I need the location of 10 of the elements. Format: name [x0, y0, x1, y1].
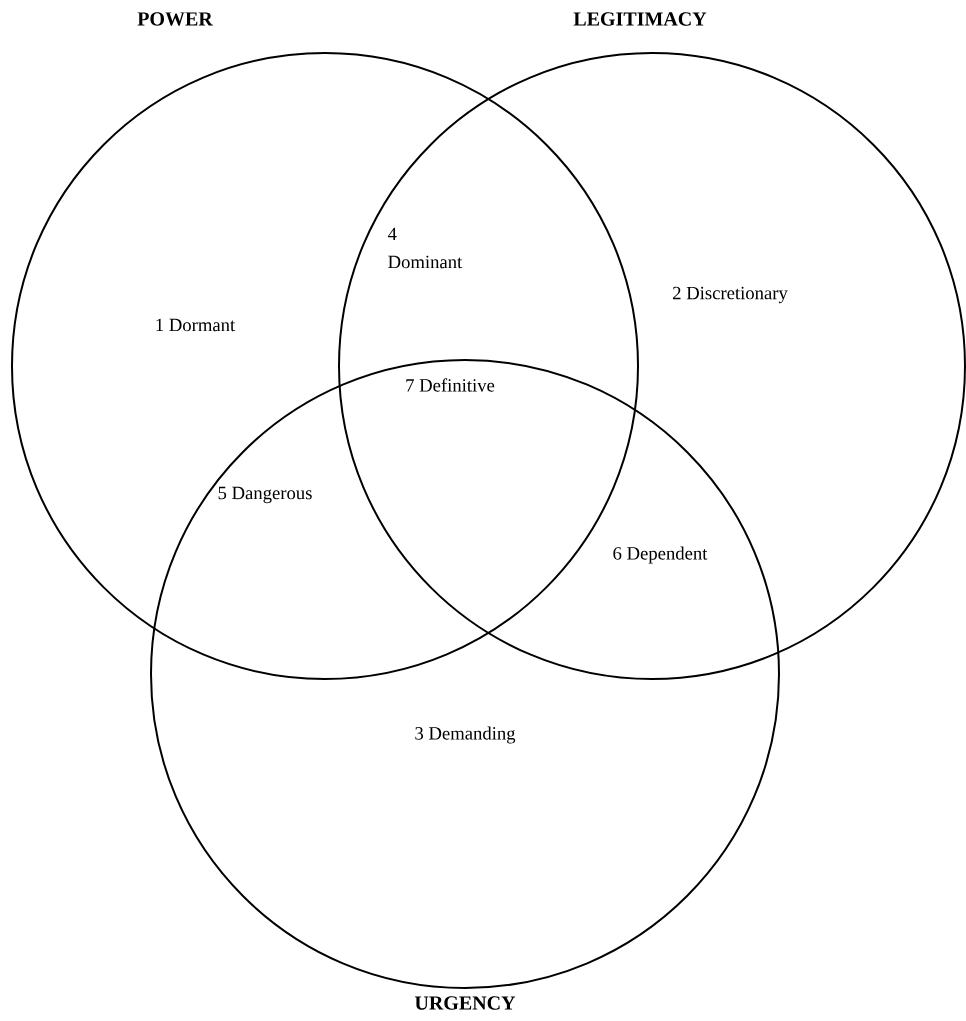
circle-heading: URGENCY — [414, 996, 516, 1010]
region-label: 4 Dominant — [387, 227, 463, 269]
circle-heading: POWER — [137, 12, 213, 26]
region-label: 2 Discretionary — [673, 286, 788, 304]
region-label: 6 Dependent — [613, 546, 708, 564]
region-label: 1 Dormant — [156, 318, 236, 332]
region-label: 7 Definitive — [406, 378, 495, 392]
region-label: 3 Demanding — [415, 726, 516, 744]
circle-heading: LEGITIMACY — [573, 12, 707, 26]
region-label: 5 Dangerous — [218, 486, 312, 504]
